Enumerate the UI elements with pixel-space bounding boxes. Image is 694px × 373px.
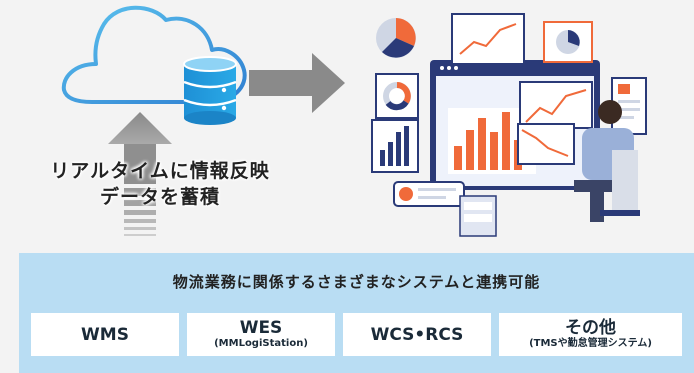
- panel-title: 物流業務に関係するさまざまなシステムと連携可能: [172, 273, 541, 291]
- system-box-wes: WES (MMLogiStation): [187, 313, 335, 356]
- system-box-other: その他 (TMSや勤怠管理システム): [499, 313, 682, 356]
- cloud-icon: [61, 5, 247, 104]
- integration-panel: 物流業務に関係するさまざまなシステムと連携可能 WMS WES (MMLogiS…: [19, 253, 694, 373]
- system-box-label: その他: [565, 318, 616, 338]
- system-box-label: WCS•RCS: [370, 324, 464, 345]
- system-box-label: WES: [239, 318, 283, 338]
- caption: リアルタイムに情報反映 データを蓄積: [20, 158, 300, 210]
- database-icon: [183, 56, 237, 125]
- dashboard-illustration: [371, 13, 647, 237]
- caption-line-2: データを蓄積: [99, 186, 220, 208]
- system-box-label: WMS: [81, 324, 129, 345]
- system-box-wms: WMS: [31, 313, 179, 356]
- caption-line-1: リアルタイムに情報反映: [50, 160, 270, 182]
- system-box-wcs-rcs: WCS•RCS: [343, 313, 491, 356]
- system-box-sublabel: (MMLogiStation): [214, 338, 308, 349]
- right-arrow-icon: [249, 53, 345, 113]
- system-box-sublabel: (TMSや勤怠管理システム): [529, 338, 652, 349]
- up-arrow-icon: [108, 112, 172, 236]
